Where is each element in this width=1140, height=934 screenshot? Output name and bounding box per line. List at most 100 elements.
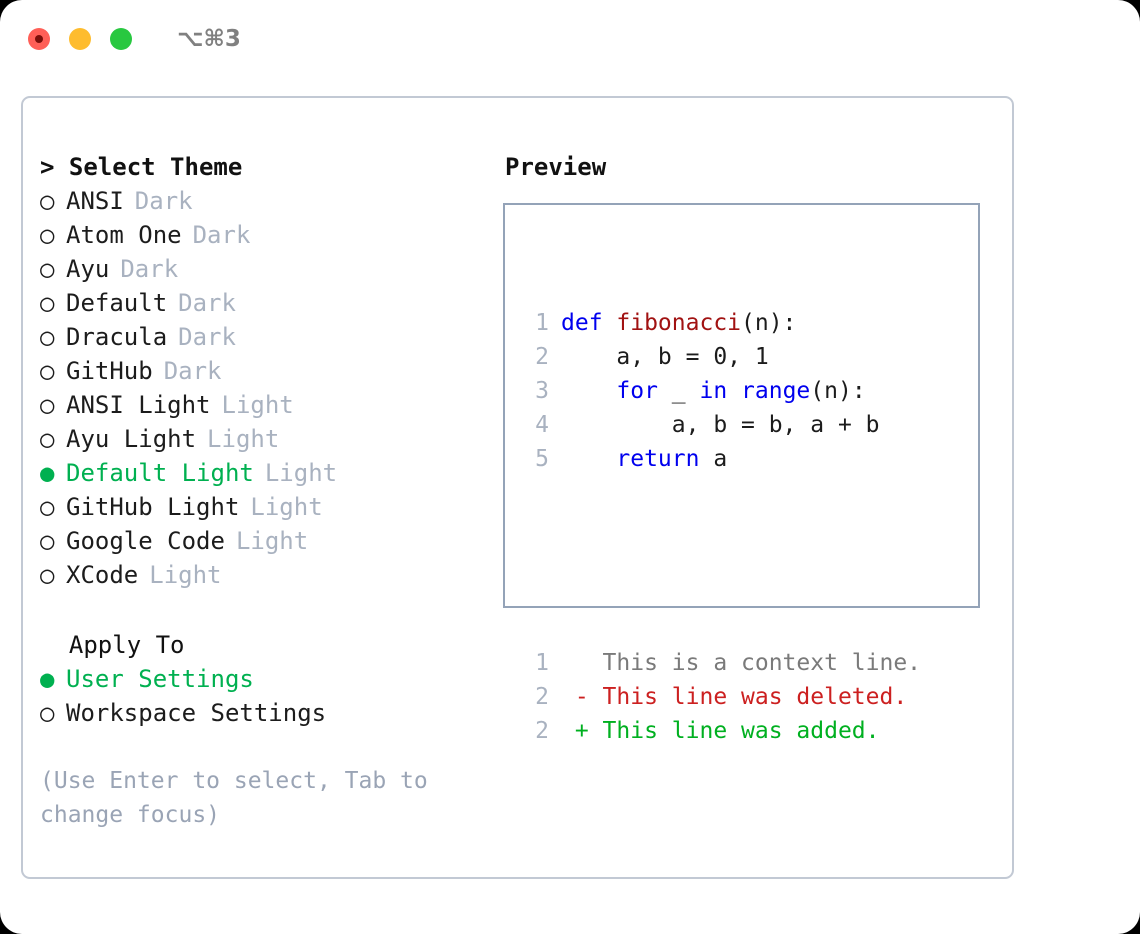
apply-to-item-user-settings[interactable]: ● User Settings [40,662,503,696]
apply-to-header: Apply To [40,631,185,659]
apply-to-list: ● User Settings ○Workspace Settings [40,662,503,730]
line-number: 1 [535,310,549,336]
theme-item-atom-one[interactable]: ○ Atom One Dark [40,218,503,252]
token-plain [727,378,741,404]
radio-unselected-icon: ○ [40,493,55,521]
diff-line: 2 - This line was deleted. [519,680,978,714]
line-content: a, b = 0, 1 [561,340,769,374]
line-number: 2 [535,718,549,744]
window-controls [28,28,132,50]
token-kw: range [741,378,811,404]
theme-item-tag: Light [235,527,309,555]
theme-item-tag: Dark [163,357,222,385]
theme-item-label: Google Code [66,527,225,555]
minimize-button[interactable] [69,28,91,50]
keyboard-hint-text: (Use Enter to select, Tab to change focu… [40,768,442,828]
select-theme-header: > Select Theme [40,153,243,181]
token-kw: for [616,378,658,404]
token-plain: a, b = 0, 1 [561,344,769,370]
theme-item-tag: Dark [178,323,236,351]
preview-title: Preview [505,153,607,181]
radio-unselected-icon: ○ [40,221,55,249]
token-plain: (n): [810,378,866,404]
theme-item-label: XCode [66,561,139,589]
line-number: 3 [535,378,549,404]
theme-item-label: GitHub Light [66,493,240,521]
token-plain: a [699,446,728,472]
theme-item-label: Default [66,289,168,317]
line-number: 5 [535,446,549,472]
theme-item-label: Atom One [66,221,182,249]
theme-item-label: ANSI Light [66,391,211,419]
theme-item-tag: Dark [192,221,251,249]
radio-unselected-icon: ○ [40,561,55,589]
theme-item-tag: Dark [178,289,236,317]
theme-item-tag: Light [149,561,222,589]
token-ctx: This is a context line. [561,650,922,676]
code-line: 4 a, b = b, a + b [519,408,978,442]
diff-line: 1 This is a context line. [519,646,978,680]
theme-item-label: Ayu Light [66,425,197,453]
code-line: 1 def fibonacci(n): [519,306,978,340]
theme-item-label: Dracula [66,323,168,351]
apply-to-item-workspace-settings[interactable]: ○Workspace Settings [40,696,503,730]
radio-unselected-icon: ○ [40,255,55,283]
theme-item-label: Ayu [66,255,110,283]
close-button[interactable] [28,28,50,50]
line-content: + This line was added. [561,714,880,748]
token-del: - This line was deleted. [561,684,908,710]
theme-item-tag: Dark [120,255,179,283]
line-number: 2 [535,344,549,370]
theme-item-label: ANSI [66,187,124,215]
code-line: 5 return a [519,442,978,476]
line-content: This is a context line. [561,646,922,680]
token-plain: (n): [741,310,797,336]
title-bar: ⌥⌘3 [0,0,1140,78]
token-kw: return [616,446,700,472]
line-content: a, b = b, a + b [561,408,880,442]
theme-item-label: Default Light [66,459,254,487]
radio-unselected-icon: ○ [40,391,55,419]
theme-item-ayu[interactable]: ○ Ayu Dark [40,252,503,286]
token-kw: def [561,310,617,336]
apply-to-item-label: Workspace Settings [66,699,327,727]
code-line: 3 for _ in range(n): [519,374,978,408]
line-content: return a [561,442,727,476]
apply-to-item-label: User Settings [66,665,254,693]
maximize-button[interactable] [110,28,132,50]
line-content: - This line was deleted. [561,680,907,714]
diff-sample: 1 This is a context line.2 - This line w… [519,646,978,748]
theme-item-tag: Dark [134,187,193,215]
token-plain [561,446,616,472]
token-add: + This line was added. [561,718,880,744]
line-number: 4 [535,412,549,438]
radio-selected-icon: ● [40,665,55,693]
code-line: 2 a, b = 0, 1 [519,340,978,374]
line-content: def fibonacci(n): [561,306,796,340]
token-fn: fibonacci [616,310,742,336]
line-content: for _ in range(n): [561,374,866,408]
keyboard-shortcut-label: ⌥⌘3 [177,26,241,52]
token-plain [561,378,616,404]
theme-item-tag: Light [264,459,338,487]
line-number: 1 [535,650,549,676]
code-gap [519,544,978,578]
token-kw: in [699,378,728,404]
theme-item-xcode[interactable]: ○ XCode Light [40,558,503,592]
